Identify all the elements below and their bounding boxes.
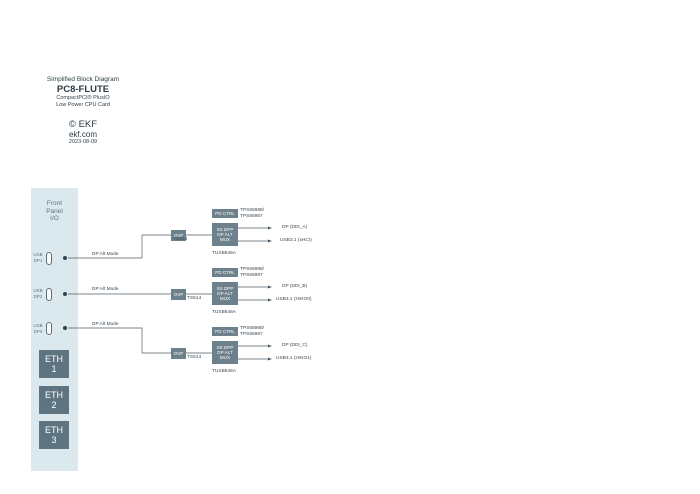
connector-dot [63,292,67,296]
title-block: Simplified Block Diagram PC8-FLUTE Compa… [30,76,136,146]
copyright: © EKF [68,119,98,130]
front-panel-title: Front Panel I/O [46,200,63,222]
ovp-part: TS514 [187,296,202,301]
pd-part: TPS65988/ TPS65987 [240,208,265,219]
pd-ctrl-box: PD CTRL [212,327,238,336]
ovp-box: OVP [171,289,186,300]
eth-port-3: ETH 3 [39,421,69,449]
usb-output-label: USB3.1 (xHCI) [280,238,312,243]
mux-part: TUSB546A [212,251,236,256]
dp-alt-mux-box: SS DPP DP ALT MUX [212,341,238,364]
ovp-box: OVP [171,348,186,359]
usb-c-port-icon [46,322,52,335]
product-family: CompactPCI® PlusIO [56,95,110,101]
dp-output-label: DP (DDI_C) [282,343,308,348]
arrow-dp-3 [268,344,272,348]
pd-ctrl-box: PD CTRL [212,268,238,277]
arrow-usb-1 [268,239,272,243]
website: ekf.com [68,130,97,139]
pd-part: TPS65988/ TPS65987 [240,326,265,337]
usb-c-port-icon [46,252,52,265]
eth-port-2: ETH 2 [39,386,69,414]
dp-alt-line-3 [68,327,171,354]
dp-output-label: DP (DDI_A) [282,225,308,230]
dp-alt-mux-box: SS DPP DP ALT MUX [212,223,238,246]
connector-dot [63,256,67,260]
date: 2023-08-09 [68,139,98,145]
mode-label: DP Alt Mode [92,322,119,327]
mode-label: DP Alt Mode [92,287,119,292]
usb-dp2-label: USB DP2 [33,288,43,299]
diagram-type: Simplified Block Diagram [46,76,120,83]
arrow-usb-3 [268,357,272,361]
pd-part: TPS65988/ TPS65987 [240,267,265,278]
dp-alt-mux-box: SS DPP DP ALT MUX [212,282,238,305]
usb-dp1-label: USB DP1 [33,252,43,263]
product-name: PC8-FLUTE [56,84,110,95]
eth-port-1: ETH 1 [39,350,69,378]
connector-dot [63,326,67,330]
arrow-dp-1 [268,226,272,230]
ovp-part: TS514 [187,355,202,360]
pd-ctrl-box: PD CTRL [212,209,238,218]
dp-output-label: DP (DDI_B) [282,284,308,289]
usb-output-label: USB3.1 (HSIO0) [276,297,312,302]
usb-dp3-label: USB DP3 [33,323,43,334]
arrow-usb-2 [268,298,272,302]
ovp-part: TS514 [173,237,188,242]
usb-c-port-icon [46,288,52,301]
product-description: Low Power CPU Card [56,102,110,108]
mux-part: TUSB546A [212,310,236,315]
dp-alt-line-1 [68,234,171,259]
arrow-dp-2 [268,285,272,289]
usb-output-label: USB3.1 (HSIO1) [276,356,312,361]
ovp-box: OVP [171,230,186,241]
mode-label: DP Alt Mode [92,252,119,257]
mux-part: TUSB546A [212,369,236,374]
